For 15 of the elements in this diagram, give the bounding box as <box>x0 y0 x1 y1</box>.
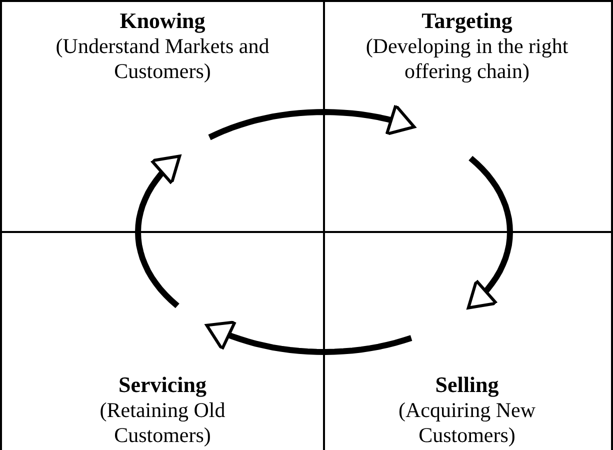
quadrant-description: (Developing in the right offering chain) <box>364 34 570 84</box>
quadrant-title: Targeting <box>422 8 512 34</box>
curved-arrow <box>466 156 513 310</box>
curved-arrow <box>208 104 416 140</box>
quadrant-title: Servicing <box>118 372 206 398</box>
quadrant-panel <box>0 231 325 450</box>
quadrant-description: (Retaining Old Customers) <box>98 398 226 448</box>
curved-arrow <box>135 154 182 308</box>
quadrant-panel <box>323 0 613 233</box>
quadrant-title: Knowing <box>120 8 206 34</box>
quadrant-panel <box>0 0 325 233</box>
quadrant-title: Selling <box>435 372 499 398</box>
curved-arrow <box>205 320 412 355</box>
quadrant-description: (Understand Markets and Customers) <box>55 34 270 84</box>
quadrant-description: (Acquiring New Customers) <box>397 398 537 448</box>
